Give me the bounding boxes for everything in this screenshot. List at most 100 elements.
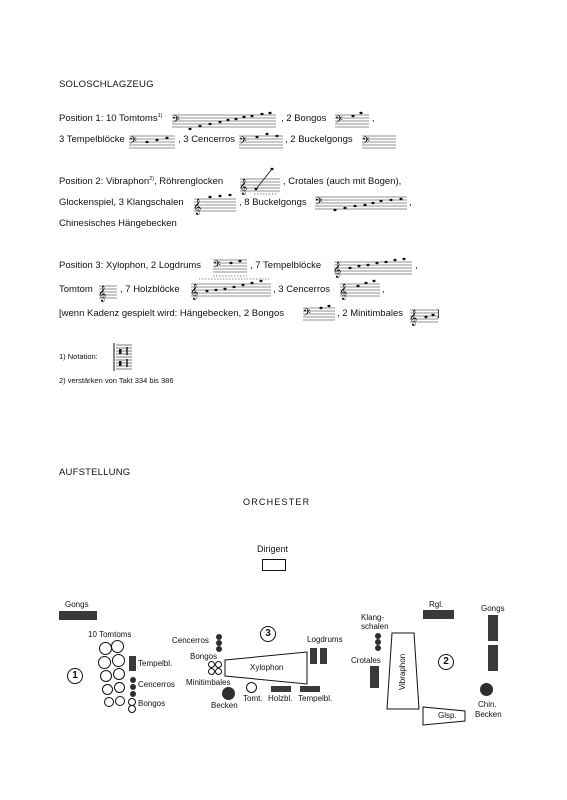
svg-text:𝄞: 𝄞 — [193, 199, 201, 215]
bongos-mid-label: Bongos — [190, 652, 218, 661]
position-3-marker: 3 — [260, 626, 276, 642]
crotales-text: , Crotales (auch mit Bogen), — [283, 176, 402, 187]
tomtom-drum — [99, 642, 112, 655]
tempelbl-mid-label: Tempelbl. — [298, 694, 333, 703]
buckelgongs-notation: 𝄢 — [362, 135, 396, 149]
chinese-cymbal — [480, 683, 493, 696]
orchester-label: ORCHESTER — [243, 497, 311, 507]
glsp-label: Glsp. — [438, 711, 457, 720]
section-heading-aufstellung: AUFSTELLUNG — [59, 467, 131, 478]
roehrenglocken — [423, 610, 454, 619]
minitimbale — [215, 668, 222, 675]
chin-label-1: Chin. — [478, 700, 497, 709]
holzbloecke — [271, 686, 291, 692]
tomt-label: Tomt. — [243, 694, 263, 703]
tomtom-drum — [115, 696, 125, 706]
tomtom-pos3 — [246, 682, 257, 693]
bongo — [128, 705, 136, 713]
comma: , — [382, 284, 385, 295]
holzbloecke-notation: 𝄞 — [190, 278, 271, 300]
bongos-left-label: Bongos — [138, 699, 166, 708]
bongo — [208, 661, 215, 668]
cencerros-left-label: Cencerros — [138, 680, 175, 689]
roehrenglocken-notation: 𝄞 — [239, 167, 280, 195]
position-2-text: Position 2: Vibraphon2), Röhrenglocken — [59, 176, 224, 188]
tempelbloecke-left — [129, 656, 136, 671]
vibraphon-shape — [386, 632, 420, 710]
tempelbl-left-label: Tempelbl. — [138, 659, 173, 668]
tomtom-notation: 𝄞 — [98, 285, 117, 302]
minitimbales-label: Minitimbales — [186, 678, 231, 687]
tempelbloecke-7-notation: 𝄞 — [333, 257, 412, 278]
minitimbales-notation: 𝄞 — [409, 309, 438, 326]
holzbl-label: Holzbl. — [268, 694, 293, 703]
cencerro — [130, 677, 136, 683]
cencerros-3-text: , 3 Cencerros — [273, 284, 331, 295]
svg-text:𝄢: 𝄢 — [362, 135, 370, 149]
tomtom-drum — [112, 654, 125, 667]
vibraphon-label: Vibraphon — [398, 653, 407, 691]
crotales — [370, 666, 379, 688]
svg-text:𝄞: 𝄞 — [239, 179, 247, 195]
klangschalen-label-1: Klang- — [361, 613, 385, 622]
tomtom-drum — [114, 682, 125, 693]
tempelbloecke-text: 3 Tempelblöcke — [59, 134, 125, 145]
dirigent-label: Dirigent — [257, 544, 289, 554]
gongs-left — [59, 611, 97, 620]
klangschalen-notation: 𝄞 — [193, 193, 236, 215]
becken — [222, 687, 235, 700]
svg-text:𝄢: 𝄢 — [335, 114, 343, 128]
comma: , — [409, 197, 412, 208]
bongos-notation: 𝄢 — [335, 111, 369, 128]
tomtoms-label: 10 Tomtoms — [88, 630, 132, 639]
tomtom-drum — [111, 640, 124, 653]
minitimbales-text: , 2 Minitimbales — [337, 308, 403, 319]
klangschalen-label-2: schalen — [361, 622, 389, 631]
becken-label: Becken — [211, 701, 238, 710]
gong-right — [488, 615, 498, 641]
tomtom-drum — [102, 684, 113, 695]
tomtom-drum — [100, 670, 112, 682]
cencerros-mid-label: Cencerros — [172, 636, 209, 645]
buckelgongs-8-notation: 𝄢 — [315, 196, 407, 212]
buckelgongs-8-text: , 8 Buckelgongs — [239, 197, 307, 208]
tomtom-drum — [98, 656, 111, 669]
crotales-label: Crotales — [351, 656, 381, 665]
logdrum — [310, 648, 317, 664]
gongs-left-label: Gongs — [65, 600, 89, 609]
position-3-text: Position 3: Xylophon, 2 Logdrums — [59, 260, 202, 271]
svg-text:𝄢: 𝄢 — [172, 114, 180, 128]
tempelbloecke-mid — [300, 686, 320, 692]
chin-label-2: Becken — [475, 710, 502, 719]
cencerro — [216, 646, 222, 652]
kadenz-bongos-notation: 𝄢 — [303, 304, 335, 321]
glockenspiel-shape — [422, 706, 466, 726]
logdrums-notation: 𝄢 — [213, 259, 247, 277]
svg-text:𝄞: 𝄞 — [333, 262, 341, 278]
closing-bracket: ] — [437, 308, 440, 319]
comma: , — [415, 260, 418, 271]
holzbloecke-text: , 7 Holzblöcke — [120, 284, 180, 295]
position-1-marker: 1 — [67, 668, 83, 684]
conductor-podium — [262, 559, 286, 571]
footnote-notation — [113, 343, 132, 371]
cencerro — [216, 640, 222, 646]
svg-text:𝄞: 𝄞 — [98, 286, 106, 302]
klangschale — [375, 633, 381, 639]
minitimbale — [208, 668, 215, 675]
cencerros-notation: 𝄢 — [239, 132, 283, 149]
cencerro — [130, 684, 136, 690]
section-heading-soloschlagzeug: SOLOSCHLAGZEUG — [59, 79, 154, 90]
footnote-2: 2) verstärken von Takt 334 bis 386 — [59, 376, 174, 385]
buckelgongs-text: , 2 Buckelgongs — [285, 134, 353, 145]
glockenspiel-text: Glockenspiel, 3 Klangschalen — [59, 197, 184, 208]
position-2-marker: 2 — [438, 654, 454, 670]
cencerro — [216, 634, 222, 640]
cencerros-3-notation: 𝄞 — [339, 279, 380, 300]
svg-text:𝄞: 𝄞 — [190, 284, 198, 300]
bongos-text: , 2 Bongos — [281, 113, 327, 124]
cencerros-text: , 3 Cencerros — [178, 134, 236, 145]
xylophon-shape — [224, 651, 308, 685]
svg-text:𝄢: 𝄢 — [315, 196, 323, 210]
xylophon-label: Xylophon — [250, 663, 284, 672]
